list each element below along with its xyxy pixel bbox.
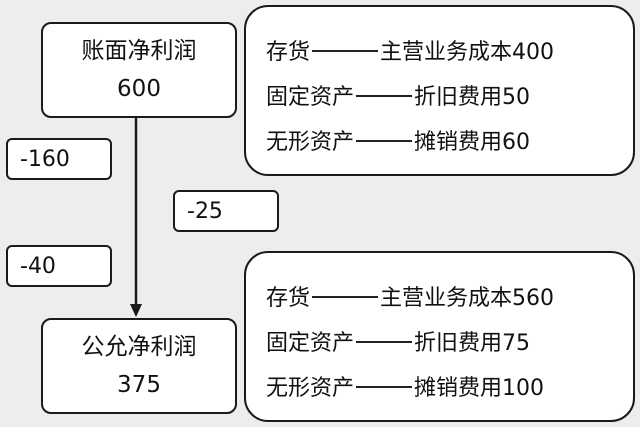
fair-value-details-box: 存货 主营业务成本560 固定资产 折旧费用75 无形资产 摊销费用100	[244, 251, 635, 422]
expense-label: 摊销费用60	[414, 129, 531, 155]
detail-row-intangible-assets: 无形资产 摊销费用100	[266, 363, 633, 408]
fair-net-profit-label: 公允净利润	[81, 334, 197, 360]
dash-separator	[356, 385, 413, 388]
adjustment-box-depreciation: -25	[173, 190, 279, 232]
adjustment-box-amortization: -40	[6, 245, 112, 287]
asset-label: 固定资产	[266, 84, 355, 110]
dash-separator	[312, 295, 379, 298]
dash-separator	[356, 139, 413, 142]
asset-label: 无形资产	[266, 375, 355, 401]
detail-row-inventory: 存货 主营业务成本560	[266, 273, 633, 318]
fair-net-profit-box: 公允净利润 375	[41, 318, 237, 414]
expense-label: 折旧费用75	[414, 330, 531, 356]
expense-label: 摊销费用100	[414, 375, 545, 401]
expense-label: 折旧费用50	[414, 84, 531, 110]
book-value-details-box: 存货 主营业务成本400 固定资产 折旧费用50 无形资产 摊销费用60	[244, 5, 635, 176]
detail-row-inventory: 存货 主营业务成本400	[266, 27, 633, 72]
expense-label: 主营业务成本400	[380, 39, 555, 65]
detail-row-intangible-assets: 无形资产 摊销费用60	[266, 117, 633, 162]
book-net-profit-box: 账面净利润 600	[41, 22, 237, 118]
expense-label: 主营业务成本560	[380, 285, 555, 311]
asset-label: 存货	[266, 285, 311, 311]
adjustment-value: -40	[20, 253, 56, 279]
adjustment-box-inventory: -160	[6, 138, 112, 180]
adjustment-value: -160	[20, 146, 70, 172]
fair-net-profit-value: 375	[117, 372, 161, 398]
asset-label: 无形资产	[266, 129, 355, 155]
adjustment-value: -25	[187, 198, 223, 224]
detail-row-fixed-assets: 固定资产 折旧费用50	[266, 72, 633, 117]
book-net-profit-label: 账面净利润	[81, 38, 197, 64]
dash-separator	[312, 49, 379, 52]
book-net-profit-value: 600	[117, 76, 161, 102]
dash-separator	[356, 340, 413, 343]
detail-row-fixed-assets: 固定资产 折旧费用75	[266, 318, 633, 363]
asset-label: 存货	[266, 39, 311, 65]
asset-label: 固定资产	[266, 330, 355, 356]
dash-separator	[356, 94, 413, 97]
